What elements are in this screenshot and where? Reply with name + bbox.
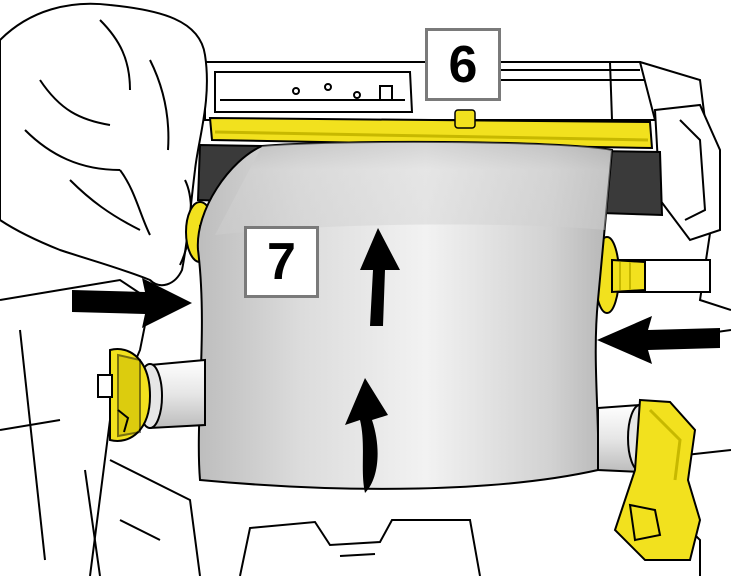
supply-spindle-right: [594, 236, 711, 314]
media-tray: [239, 519, 481, 576]
step-7-label: 7: [244, 226, 319, 298]
ribbon-roll-left-hub: [97, 348, 206, 442]
ribbon-sheet: [196, 140, 614, 490]
arrow-right-icon: [72, 278, 192, 328]
hand-icon: [0, 2, 208, 287]
arrow-up-icon: [360, 228, 400, 326]
arrow-up-icon: [345, 378, 388, 493]
printhead-yellow-bar: [208, 109, 654, 150]
ribbon-roll-right-hub: [597, 398, 702, 561]
arrow-right-icon: [597, 316, 720, 364]
step-6-label: 6: [425, 28, 501, 101]
